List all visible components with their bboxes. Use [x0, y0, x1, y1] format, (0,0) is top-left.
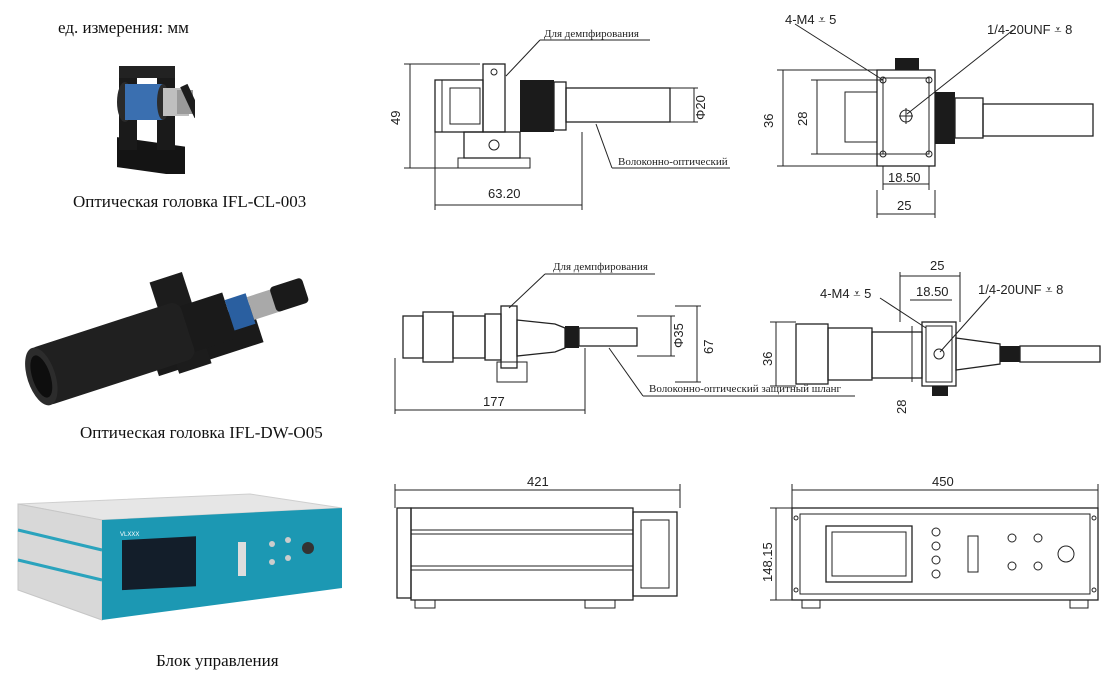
- dim-height-outer: 36: [760, 352, 775, 366]
- dim-diameter: Φ20: [693, 95, 708, 120]
- optical-head-dw005-photo: [25, 271, 309, 406]
- dim-thread-unf: 1/4-20UNF ⩡ 8: [978, 282, 1063, 297]
- note-hose: Волоконно-оптический защитный шланг: [618, 156, 730, 168]
- dim-width: 450: [932, 474, 954, 489]
- dim-width-inner: 18.50: [888, 170, 921, 185]
- control-unit-side-drawing: 421: [394, 474, 681, 609]
- dim-width-outer: 25: [930, 258, 944, 273]
- caption-ifl-dw-o05: Оптическая головка IFL-DW-O05: [80, 423, 323, 442]
- note-damping: Для демпфирования: [544, 28, 639, 40]
- caption-control-unit: Блок управления: [156, 651, 279, 670]
- dim-height-outer: 36: [761, 114, 776, 128]
- dim-width-outer: 25: [897, 198, 911, 213]
- dim-height: 67: [701, 340, 716, 354]
- dim-thread-m4: 4-M4 ⩡ 5: [820, 286, 871, 301]
- dim-diameter: Φ35: [671, 323, 686, 348]
- dim-height-inner: 28: [894, 400, 909, 414]
- ifl-cl-003-side-drawing: 49 63.20 Φ20 Для демпфирования Волоконно…: [388, 28, 730, 210]
- caption-ifl-cl-003: Оптическая головка IFL-CL-003: [73, 192, 307, 211]
- dim-length: 177: [483, 394, 505, 409]
- control-unit-photo: VLXXX: [17, 493, 343, 621]
- ifl-dw-o05-front-drawing: 36 28 25 18.50 4-M4 ⩡ 5 1/4-20UNF ⩡ 8: [760, 258, 1101, 414]
- units-label: ед. измерения: мм: [58, 18, 189, 37]
- dim-thread-unf: 1/4-20UNF ⩡ 8: [987, 22, 1072, 37]
- ifl-cl-003-front-drawing: 36 28 18.50 25 4-M4 ⩡ 5 1/4-20UNF ⩡ 8: [761, 12, 1094, 218]
- dim-length: 63.20: [488, 186, 521, 201]
- dim-length: 421: [527, 474, 549, 489]
- dim-height: 148.15: [760, 542, 775, 582]
- dim-height-inner: 28: [795, 112, 810, 126]
- brand-label: VLXXX: [120, 532, 139, 538]
- control-unit-front-drawing: 450 148.15: [760, 474, 1099, 609]
- dim-width-inner: 18.50: [916, 284, 949, 299]
- dim-thread-m4: 4-M4 ⩡ 5: [785, 12, 836, 27]
- dim-height: 49: [388, 111, 403, 125]
- optical-head-cl003-photo: [117, 66, 195, 174]
- note-damping: Для демпфирования: [553, 261, 648, 273]
